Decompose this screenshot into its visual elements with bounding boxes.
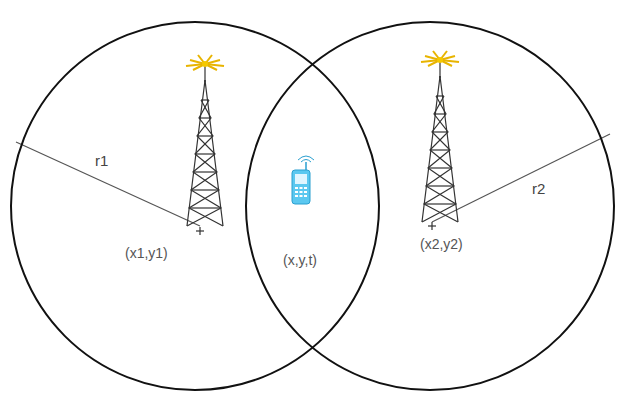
position-label: (x,y,t): [283, 252, 317, 269]
coordinate-label: (x2,y2): [420, 236, 463, 253]
circle-outline: [10, 21, 380, 391]
coordinate-label: (x1,y1): [125, 245, 168, 262]
circle-outline: [245, 21, 615, 391]
radius-label: r1: [95, 152, 108, 170]
coverage-circle: r1 (x1,y1): [10, 21, 380, 391]
coverage-circle: r2 (x2,y2): [245, 21, 615, 391]
radius-label: r2: [532, 180, 545, 198]
